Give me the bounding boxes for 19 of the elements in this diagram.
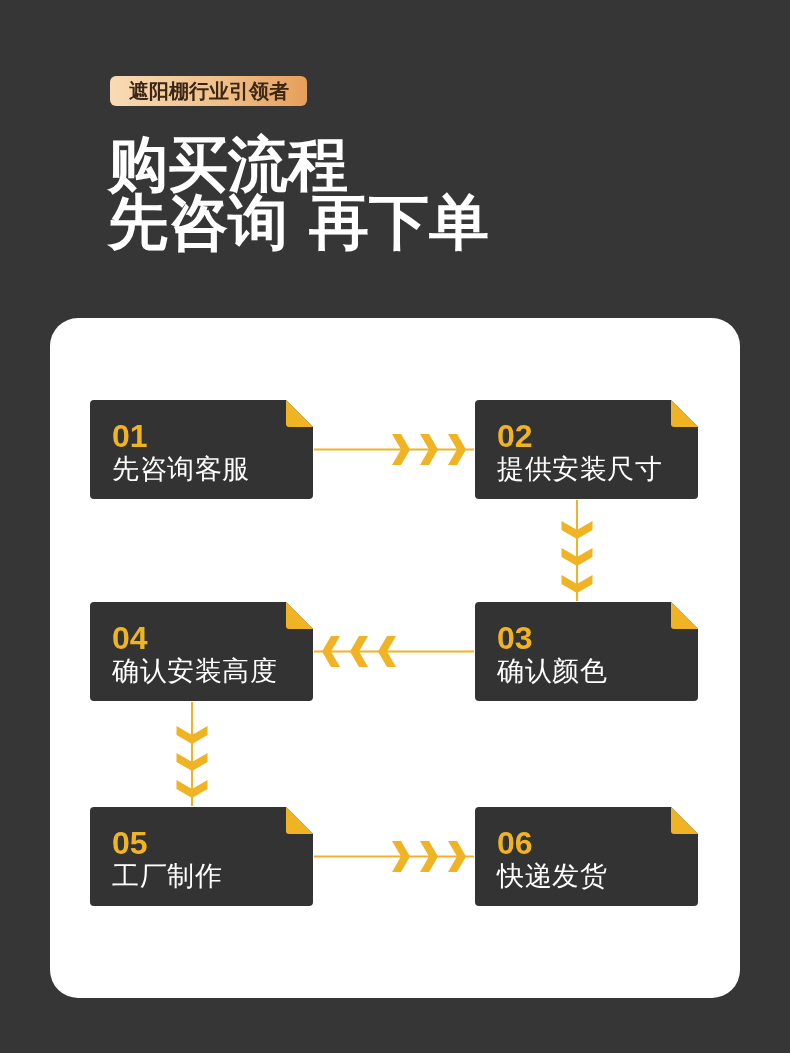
step-number: 05	[112, 826, 148, 860]
step-number: 01	[112, 419, 148, 453]
step-number: 02	[497, 419, 533, 453]
step-card	[90, 807, 313, 906]
step-card	[90, 602, 313, 701]
step-label: 先咨询客服	[112, 454, 250, 484]
step-number: 04	[112, 621, 148, 655]
step-number: 06	[497, 826, 533, 860]
step-label: 确认安装高度	[112, 656, 277, 686]
step-card	[90, 400, 313, 499]
step-label: 提供安装尺寸	[497, 454, 662, 484]
step-card	[475, 400, 698, 499]
step-number: 03	[497, 621, 533, 655]
step-label: 确认颜色	[497, 656, 607, 686]
step-label: 工厂制作	[112, 861, 222, 891]
step-card	[475, 807, 698, 906]
tag-badge: 遮阳棚行业引领者	[110, 76, 307, 106]
step-label: 快递发货	[497, 861, 607, 891]
step-card	[475, 602, 698, 701]
